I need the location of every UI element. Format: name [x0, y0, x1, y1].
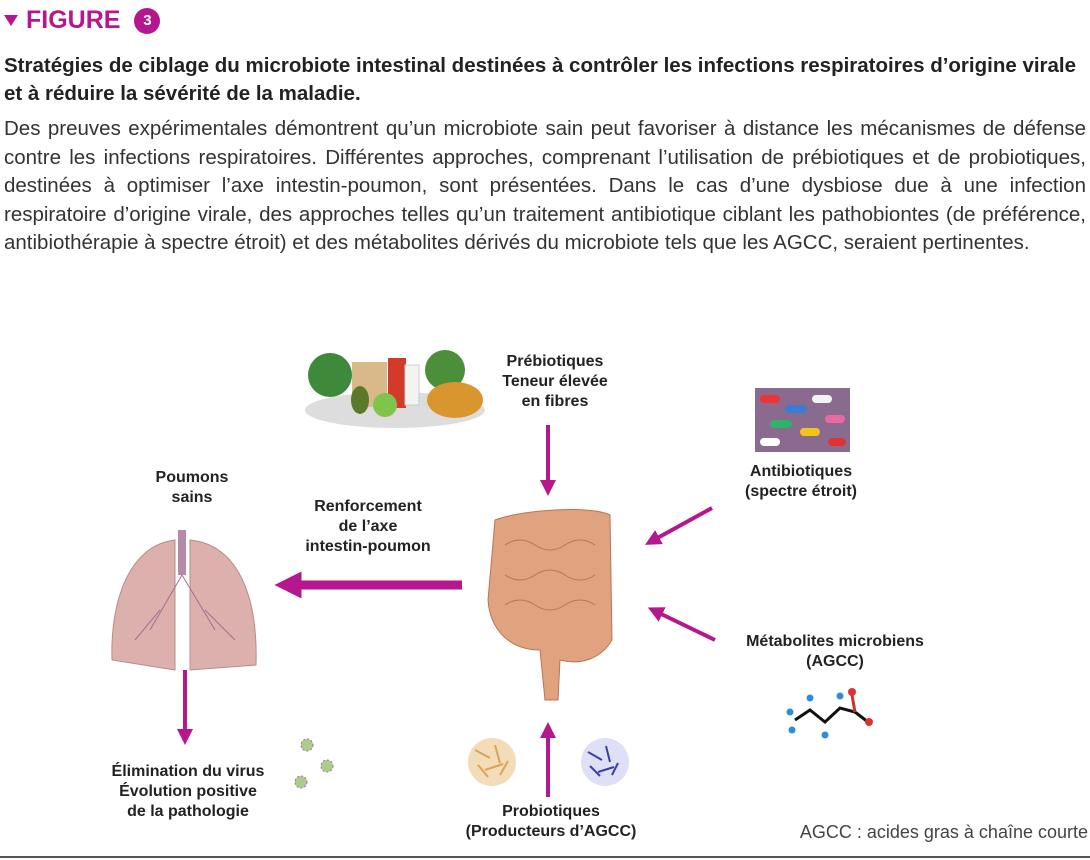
figure-caption: Des preuves expérimentales démontrent qu… — [4, 117, 1086, 255]
intestine-image — [487, 509, 613, 701]
bottom-rule — [0, 856, 1090, 858]
virus-image — [294, 738, 334, 789]
label-line: (Producteurs d’AGCC) — [465, 823, 637, 840]
label-axis: Renforcement de l’axe intestin-poumon — [305, 497, 430, 557]
molecule-image — [786, 688, 873, 739]
arrow-metabolites — [647, 607, 716, 642]
triangle-icon — [4, 15, 18, 26]
label-line: Métabolites microbiens — [746, 633, 924, 650]
label-line: de la pathologie — [127, 803, 249, 820]
label-line: sains — [171, 489, 213, 506]
label-line: Élimination du virus — [111, 763, 265, 780]
label-metabolites: Métabolites microbiens (AGCC) — [746, 632, 924, 672]
label-probiotics: Probiotiques (Producteurs d’AGCC) — [466, 802, 637, 842]
footnote: AGCC : acides gras à chaîne courte — [799, 822, 1088, 842]
label-prebiotics: Prébiotiques Teneur élevée en fibres — [502, 352, 608, 412]
figure-number: 3 — [134, 7, 161, 34]
label-line: Antibiotiques — [749, 463, 853, 480]
label-line: Prébiotiques — [506, 353, 604, 370]
label-lungs: Poumons sains — [156, 468, 229, 508]
figure-header: FIGURE 3 — [4, 6, 161, 35]
label-line: Évolution positive — [119, 783, 257, 800]
figure-label: FIGURE — [26, 6, 121, 34]
lungs-image — [111, 530, 257, 671]
figure-title: Stratégies de ciblage du microbiote inte… — [4, 54, 1077, 105]
label-line: en fibres — [521, 393, 589, 410]
label-line: (spectre étroit) — [744, 483, 858, 500]
label-line: de l’axe — [338, 518, 398, 535]
pills-image — [755, 388, 850, 452]
arrow-antibiotics — [644, 506, 713, 545]
label-antibiotics: Antibiotiques (spectre étroit) — [745, 462, 857, 502]
label-outcome: Élimination du virus Évolution positive … — [112, 762, 265, 822]
food-image — [305, 350, 485, 428]
label-line: Renforcement — [314, 498, 422, 515]
label-line: (AGCC) — [806, 653, 864, 670]
bacteria-image — [468, 738, 629, 786]
label-line: intestin-poumon — [305, 538, 431, 555]
label-line: Teneur élevée — [502, 373, 608, 390]
label-line: Probiotiques — [502, 803, 600, 820]
label-line: Poumons — [155, 469, 229, 486]
